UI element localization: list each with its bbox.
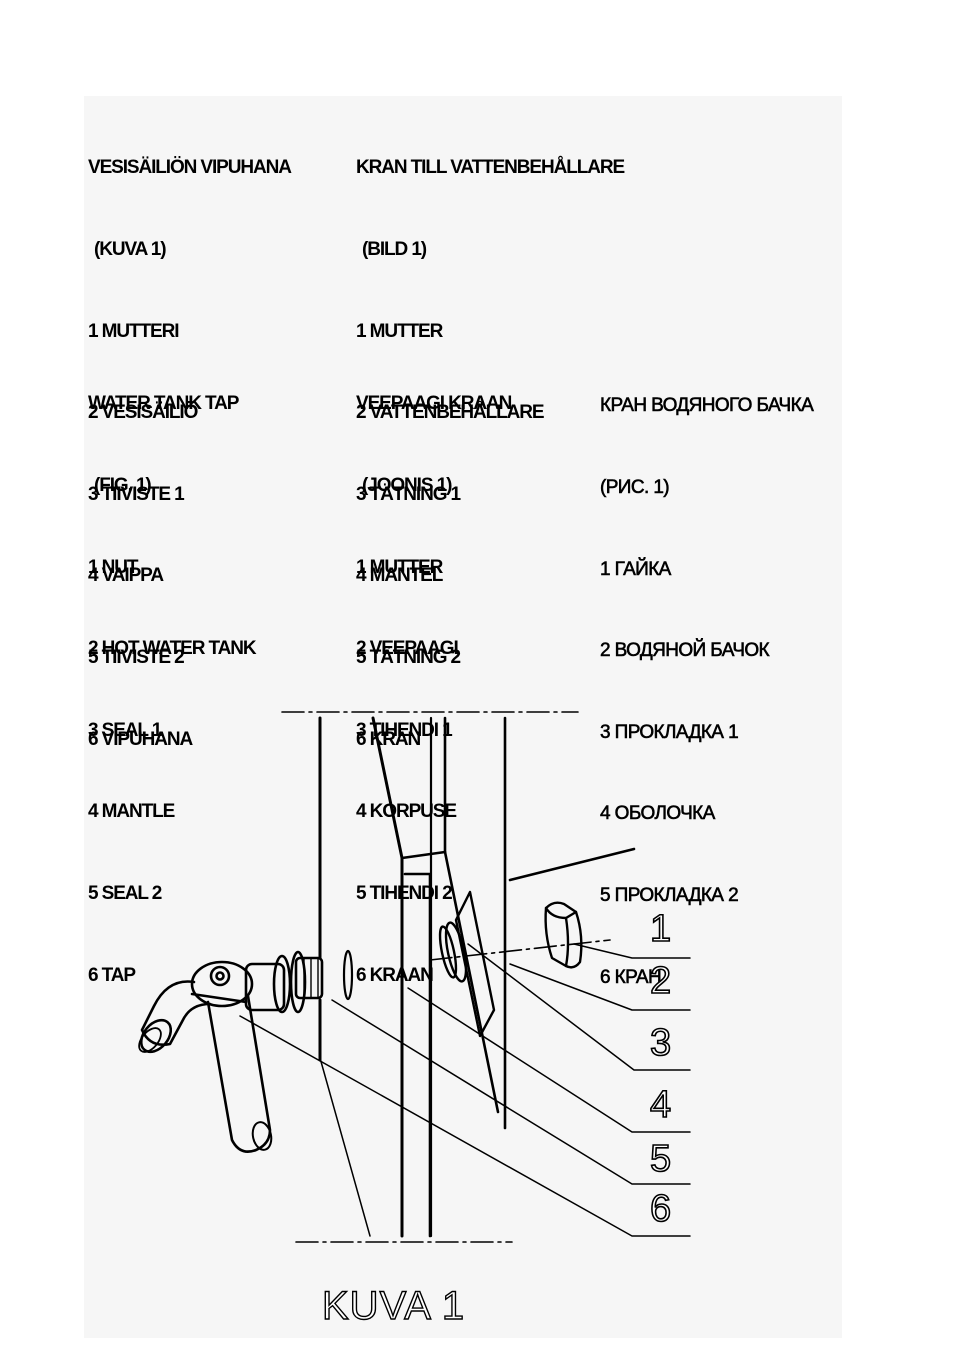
- legend-item: 3 SEAL 1: [88, 719, 162, 741]
- legend-finnish: VESISÄILIÖN VIPUHANA (KUVA 1) 1 MUTTERI …: [88, 100, 292, 780]
- seal-2: [342, 949, 354, 1001]
- legend-item: 4 MANTEL: [356, 565, 443, 587]
- legend-english: WATER TANK TAP (FIG. 1) 1 NUT 2 HOT WATE…: [88, 336, 257, 1016]
- legend-item: 5 TIIVISTE 2: [88, 646, 185, 668]
- callout-number: 2: [649, 960, 672, 1002]
- legend-russian: КРАН ВОДЯНОГО БАЧКА (РИС. 1) 1 ГАЙКА 2 В…: [600, 338, 814, 1018]
- legend-subtitle: (KUVA 1): [94, 239, 167, 260]
- legend-subtitle: (РИС. 1): [600, 477, 670, 499]
- callout-number: 5: [649, 1138, 672, 1180]
- legend-item: 1 MUTTER: [356, 556, 443, 578]
- legend-item: 3 TÄTNING 1: [356, 483, 461, 505]
- legend-item: 4 VAIPPA: [88, 565, 164, 587]
- legend-item: 6 TAP: [88, 964, 136, 986]
- legend-subtitle: (FIG. 1): [94, 475, 152, 496]
- legend-item: 2 VEEPAAGI: [356, 638, 459, 660]
- center-lines: [281, 711, 611, 1243]
- legend-item: 2 ВОДЯНОЙ БАЧОК: [600, 640, 770, 662]
- legend-item: 5 ПРОКЛАДКА 2: [600, 884, 739, 907]
- legend-title: VESISÄILIÖN VIPUHANA: [88, 157, 292, 179]
- legend-item: 5 TIHENDI 2: [356, 882, 453, 904]
- callout-number: 6: [649, 1188, 672, 1230]
- legend-item: 3 TIHENDI 1: [356, 719, 453, 741]
- leader-lines: [239, 943, 691, 1237]
- figure-caption: KUVA 1: [321, 1283, 466, 1328]
- legend-item: 4 MANTLE: [88, 801, 175, 823]
- mantle: [318, 716, 433, 1238]
- legend-title: VEEPAAGI KRAAN: [356, 393, 512, 415]
- legend-item: 1 NUT: [88, 556, 139, 578]
- legend-item: 6 KRAN: [356, 728, 421, 750]
- legend-item: 4 ОБОЛОЧКА: [600, 803, 716, 825]
- legend-estonian: VEEPAAGI KRAAN (JOONIS 1) 1 MUTTER 2 VEE…: [356, 336, 512, 1016]
- legend-subtitle: (BILD 1): [362, 239, 427, 260]
- legend-item: 3 ПРОКЛАДКА 1: [600, 721, 739, 743]
- seal-1: [438, 890, 496, 1038]
- callout-number: 3: [649, 1022, 672, 1064]
- legend-item: 3 TIIVISTE 1: [88, 483, 185, 505]
- callout-number: 1: [649, 908, 672, 950]
- legend-item: 6 VIPUHANA: [88, 728, 193, 750]
- legend-item: 6 КРАН: [600, 966, 662, 988]
- legend-subtitle: (JOONIS 1): [362, 475, 452, 496]
- legend-title: КРАН ВОДЯНОГО БАЧКА: [600, 395, 814, 417]
- legend-item: 2 VESISÄILIÖ: [88, 402, 198, 424]
- legend-item: 2 VATTENBEHÅLLARE: [356, 402, 545, 424]
- callout-number: 4: [649, 1084, 672, 1126]
- legend-swedish: KRAN TILL VATTENBEHÅLLARE (BILD 1) 1 MUT…: [356, 100, 625, 780]
- nut: [544, 901, 583, 969]
- legend-title: KRAN TILL VATTENBEHÅLLARE: [356, 157, 625, 179]
- document-page: [84, 96, 842, 1338]
- legend-item: 5 SEAL 2: [88, 882, 162, 904]
- legend-item: 2 HOT WATER TANK: [88, 638, 257, 660]
- tank-wall: [400, 716, 636, 1238]
- legend-item: 5 TÄTNING 2: [356, 646, 461, 668]
- legend-title: WATER TANK TAP: [88, 393, 239, 415]
- legend-item: 1 MUTTER: [356, 320, 443, 342]
- legend-item: 1 MUTTERI: [88, 320, 179, 342]
- lever-tap: [138, 950, 324, 1153]
- legend-item: 1 ГАЙКА: [600, 558, 672, 580]
